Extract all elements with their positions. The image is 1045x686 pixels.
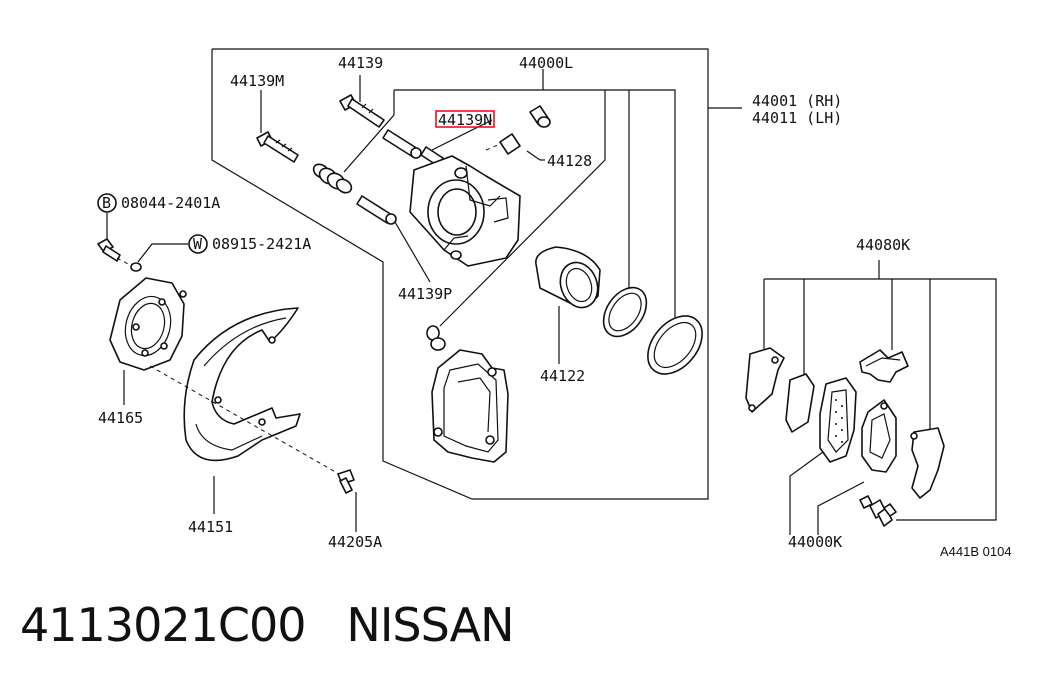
part-number: 4113021C00: [20, 598, 307, 652]
label-44151: 44151: [188, 518, 233, 536]
pad-kit-frame: [763, 260, 997, 535]
label-44000k: 44000K: [788, 533, 842, 551]
highlight-box-44139n: [435, 110, 495, 128]
label-08915-2421a: 08915-2421A: [212, 235, 311, 253]
pad-hardware-pins: [859, 495, 897, 527]
caliper-assembly-frame: [211, 48, 742, 500]
caliper-body: [409, 155, 521, 267]
label-44139m: 44139M: [230, 72, 284, 90]
shim-inner: [910, 427, 945, 499]
label-44001-rh: 44001 (RH): [752, 92, 842, 110]
bolt-44139: [339, 94, 385, 128]
circle-letter-b: B: [102, 194, 111, 212]
pad-friction-dots: [835, 399, 843, 443]
pin-44139p: [356, 195, 397, 225]
leader-lines-caliper: [260, 69, 676, 364]
baffle-44165: [109, 277, 187, 405]
label-08044-2401a: 08044-2401A: [121, 194, 220, 212]
callout-08044: B 08044-2401A: [97, 193, 220, 213]
label-44139n: 44139N: [438, 111, 492, 129]
shim-backing: [785, 373, 815, 433]
label-44205a: 44205A: [328, 533, 382, 551]
label-44139p: 44139P: [398, 285, 452, 303]
brake-pad-outer: [819, 377, 857, 463]
brake-pad-inner: [861, 399, 897, 473]
footer-caption: 4113021C00 NISSAN: [20, 598, 515, 652]
diagram-code: A441B 0104: [940, 544, 1012, 559]
label-44165: 44165: [98, 409, 143, 427]
label-44122: 44122: [540, 367, 585, 385]
label-44128: 44128: [547, 152, 592, 170]
callout-08915: W 08915-2421A: [188, 234, 311, 254]
label-44080k: 44080K: [856, 236, 910, 254]
splash-guard-44151: [149, 307, 347, 514]
bolt-08044: [97, 213, 188, 272]
bolt-44139m: [256, 131, 299, 163]
label-44139: 44139: [338, 54, 383, 72]
bolt-44205a: [337, 469, 357, 532]
shim-outer: [745, 347, 785, 413]
seal-ring-small: [602, 286, 648, 338]
pin-44139n: [382, 129, 444, 167]
label-44011-lh: 44011 (LH): [752, 109, 842, 127]
torque-member: [426, 325, 509, 463]
piston-44122: [535, 246, 601, 309]
label-44000l: 44000L: [519, 54, 573, 72]
circle-letter-w: W: [193, 235, 203, 253]
seal-ring-large: [647, 315, 703, 375]
boot-44139: [312, 163, 353, 194]
brand-name: NISSAN: [346, 598, 514, 652]
bleeder-44128: [485, 105, 551, 155]
anti-rattle-clip: [859, 349, 909, 383]
parts-diagram: 44139 44000L 44139M 44139N 44001 (RH) 44…: [97, 48, 1012, 559]
